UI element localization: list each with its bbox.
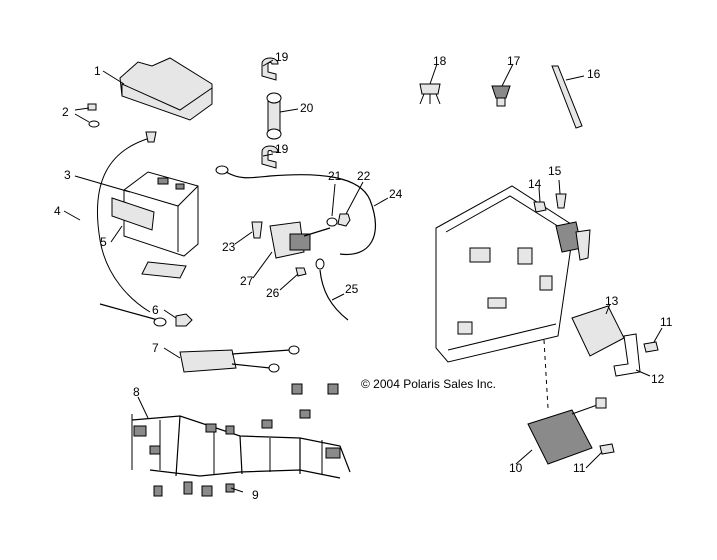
- callout-17: 17: [507, 54, 521, 68]
- callout-3: 3: [64, 168, 71, 182]
- callout-19-bottom: 19: [275, 142, 289, 156]
- copyright-notice: © 2004 Polaris Sales Inc.: [361, 377, 496, 391]
- callout-11-bottom: 11: [573, 461, 586, 475]
- callout-1: 1: [94, 64, 101, 78]
- callout-13: 13: [605, 294, 619, 308]
- callout-2: 2: [62, 105, 69, 119]
- vent-tube: [96, 137, 151, 313]
- vent-tube-fitting: [145, 131, 157, 143]
- callout-11-top: 11: [660, 315, 673, 329]
- nut-small: [295, 267, 307, 277]
- leader-lines: [63, 59, 663, 493]
- nut-14: [533, 201, 547, 213]
- screw: [251, 221, 263, 239]
- cdi-unit: [527, 397, 607, 465]
- starter-solenoid: [269, 221, 331, 259]
- battery-cover: [119, 57, 213, 121]
- callout-25: 25: [345, 282, 359, 296]
- nut: [337, 213, 351, 227]
- callout-4: 4: [54, 204, 61, 218]
- callout-14: 14: [528, 177, 542, 191]
- callout-24: 24: [389, 187, 403, 201]
- cable-tie: [551, 65, 583, 129]
- callout-27: 27: [240, 274, 254, 288]
- callout-5: 5: [100, 235, 107, 249]
- cable-assembly: [179, 345, 300, 373]
- callout-23: 23: [222, 240, 236, 254]
- callout-8: 8: [133, 385, 140, 399]
- bracket: [613, 333, 641, 377]
- push-clip: [419, 83, 441, 105]
- screw-11-bottom: [599, 443, 615, 455]
- starter-cable: [315, 258, 349, 321]
- washer: [326, 217, 338, 227]
- relay: [555, 221, 591, 261]
- strap: [266, 92, 282, 140]
- battery-pad: [141, 261, 187, 279]
- electronic-module: [571, 305, 625, 357]
- screw-15: [555, 193, 567, 209]
- callout-7: 7: [152, 341, 159, 355]
- callout-21: 21: [328, 169, 342, 183]
- ground-cable: [99, 303, 193, 327]
- callout-18: 18: [433, 54, 447, 68]
- battery-cable-positive: [215, 165, 376, 256]
- hose-clamp-bottom: [261, 145, 279, 169]
- callout-26: 26: [266, 286, 280, 300]
- hose-clamp-top: [261, 57, 279, 81]
- battery: [111, 171, 199, 257]
- callout-10: 10: [509, 461, 523, 475]
- callout-20: 20: [300, 101, 314, 115]
- fastener: [491, 85, 511, 107]
- callout-6: 6: [152, 303, 159, 317]
- wiring-harness: [131, 383, 351, 497]
- mounting-panel: [435, 185, 575, 363]
- callout-22: 22: [357, 169, 371, 183]
- callout-15: 15: [548, 164, 562, 178]
- screw-and-washer: [87, 103, 100, 128]
- screw-11-top: [643, 341, 659, 353]
- callout-12: 12: [651, 372, 665, 386]
- callout-19-top: 19: [275, 50, 289, 64]
- dashed-leader: [543, 339, 549, 409]
- callout-16: 16: [587, 67, 601, 81]
- callout-9: 9: [252, 488, 259, 502]
